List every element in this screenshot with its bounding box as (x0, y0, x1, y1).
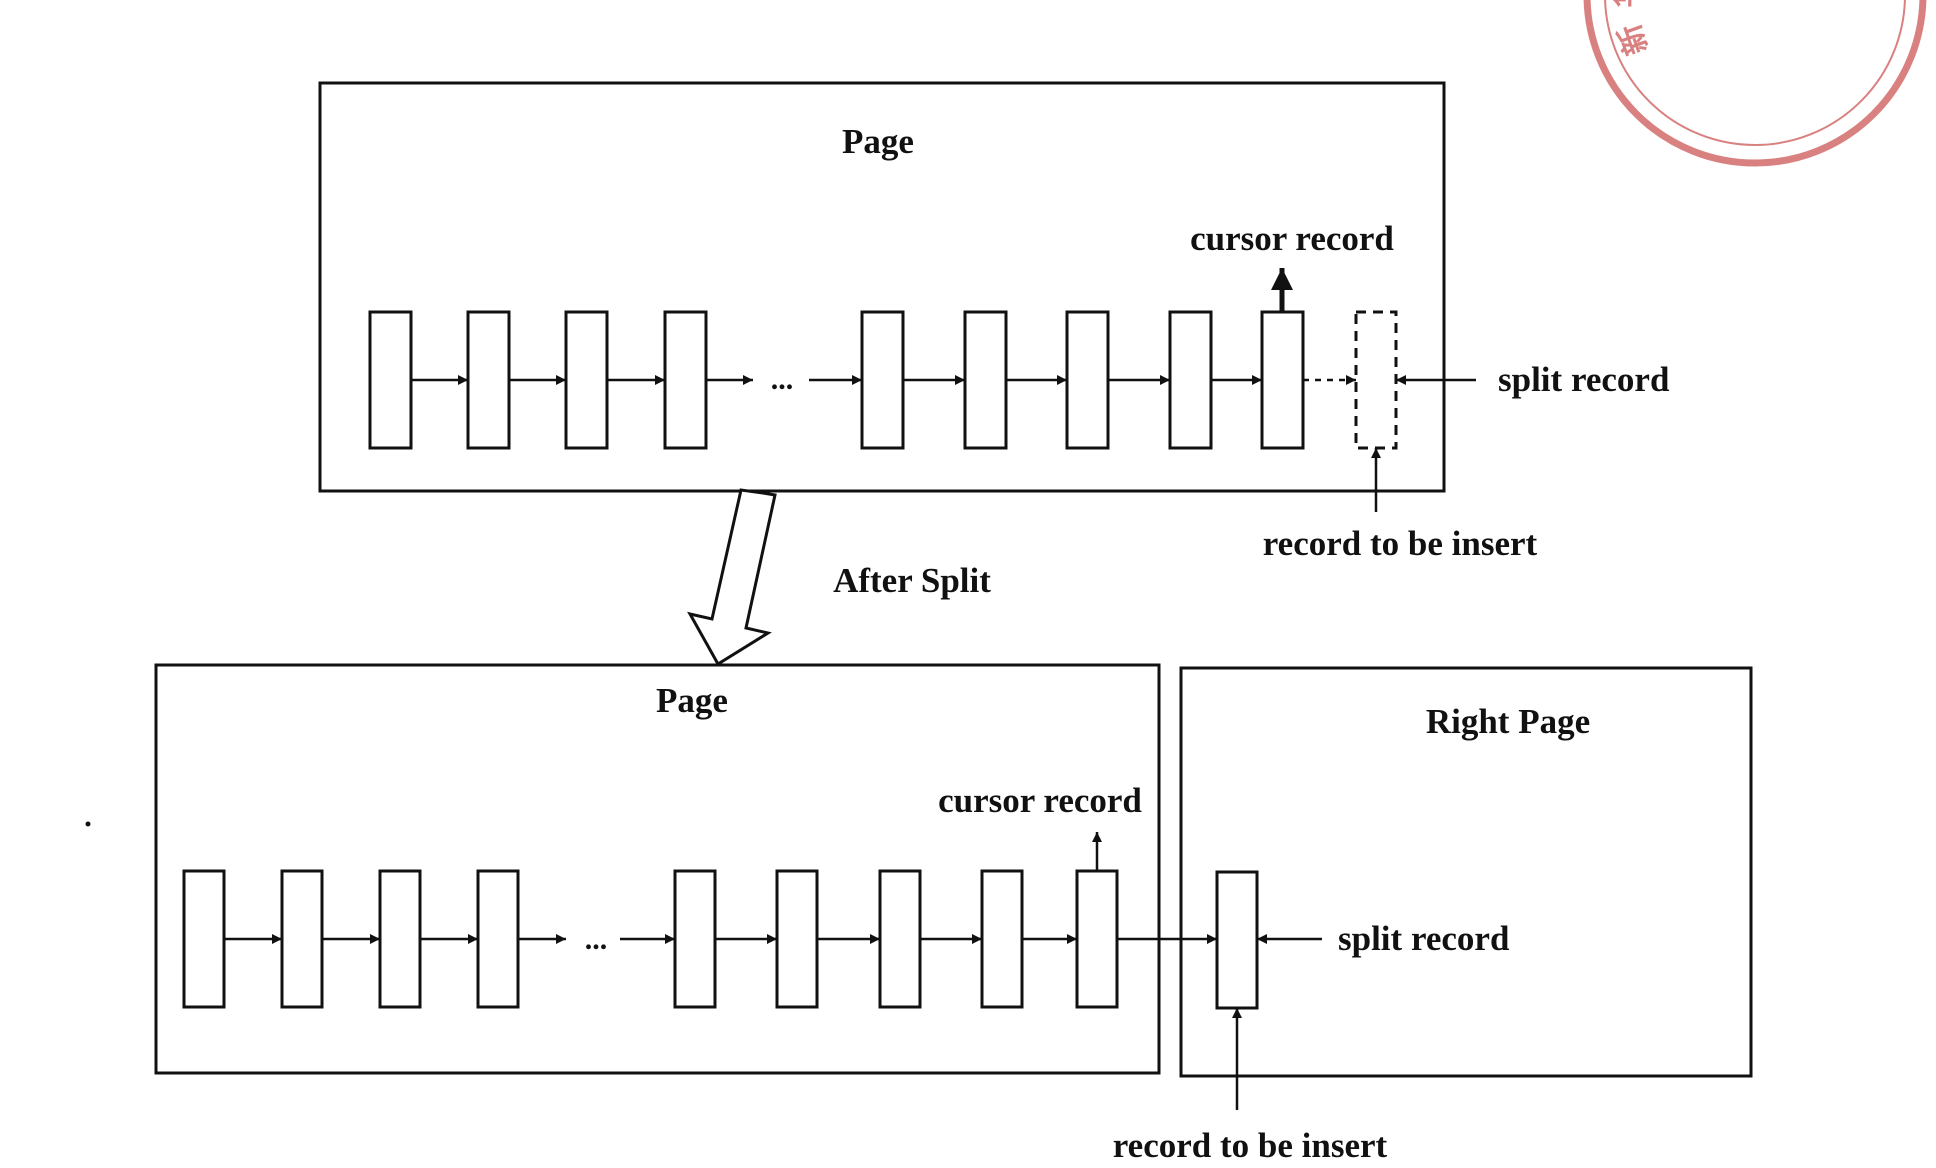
top-record-1 (368, 310, 413, 450)
stray-dot (85, 821, 91, 827)
top-ellipsis: ... (771, 363, 794, 396)
bottom-page-title: Page (656, 681, 728, 720)
top-page-box (318, 81, 1446, 493)
top-record-5 (860, 310, 905, 450)
top-split-record (1354, 310, 1398, 450)
bottom-record-8 (980, 869, 1024, 1009)
bottom-record-9 (1075, 869, 1119, 1009)
top-record-2 (466, 310, 511, 450)
right-page-title: Right Page (1426, 702, 1590, 741)
top-page-title: Page (842, 122, 914, 161)
bottom-record-3 (378, 869, 422, 1009)
top-record-4 (663, 310, 708, 450)
top-record-chain (368, 310, 1305, 450)
bottom-page-box (154, 663, 1161, 1075)
bottom-record-5 (673, 869, 717, 1009)
top-record-3 (564, 310, 609, 450)
top-record-8 (1168, 310, 1213, 450)
top-insert-label: record to be insert (1263, 524, 1538, 563)
bottom-record-1 (182, 869, 226, 1009)
top-record-9 (1260, 310, 1305, 450)
after-split-label: After Split (833, 561, 991, 600)
seal-glyph: 新 (1612, 19, 1655, 59)
right-page-box (1179, 666, 1753, 1078)
seal-stamp: 新华书店系统馆藏新书 (1583, 0, 1927, 167)
top-split-record-label: split record (1498, 360, 1670, 399)
bottom-record-6 (775, 869, 819, 1009)
bottom-record-chain (182, 869, 1119, 1009)
seal-glyph: 华 (1608, 0, 1644, 8)
after-split-arrow (687, 488, 777, 667)
bottom-record-2 (280, 869, 324, 1009)
bottom-record-4 (476, 869, 520, 1009)
top-cursor-record-label: cursor record (1190, 219, 1394, 258)
bottom-cursor-record-label: cursor record (938, 781, 1142, 820)
bottom-record-7 (878, 869, 922, 1009)
right-split-record-label: split record (1338, 919, 1510, 958)
bottom-ellipsis: ... (585, 923, 608, 956)
top-record-7 (1065, 310, 1110, 450)
right-insert-label: record to be insert (1113, 1126, 1388, 1165)
right-split-record (1215, 870, 1259, 1010)
top-record-6 (963, 310, 1008, 450)
